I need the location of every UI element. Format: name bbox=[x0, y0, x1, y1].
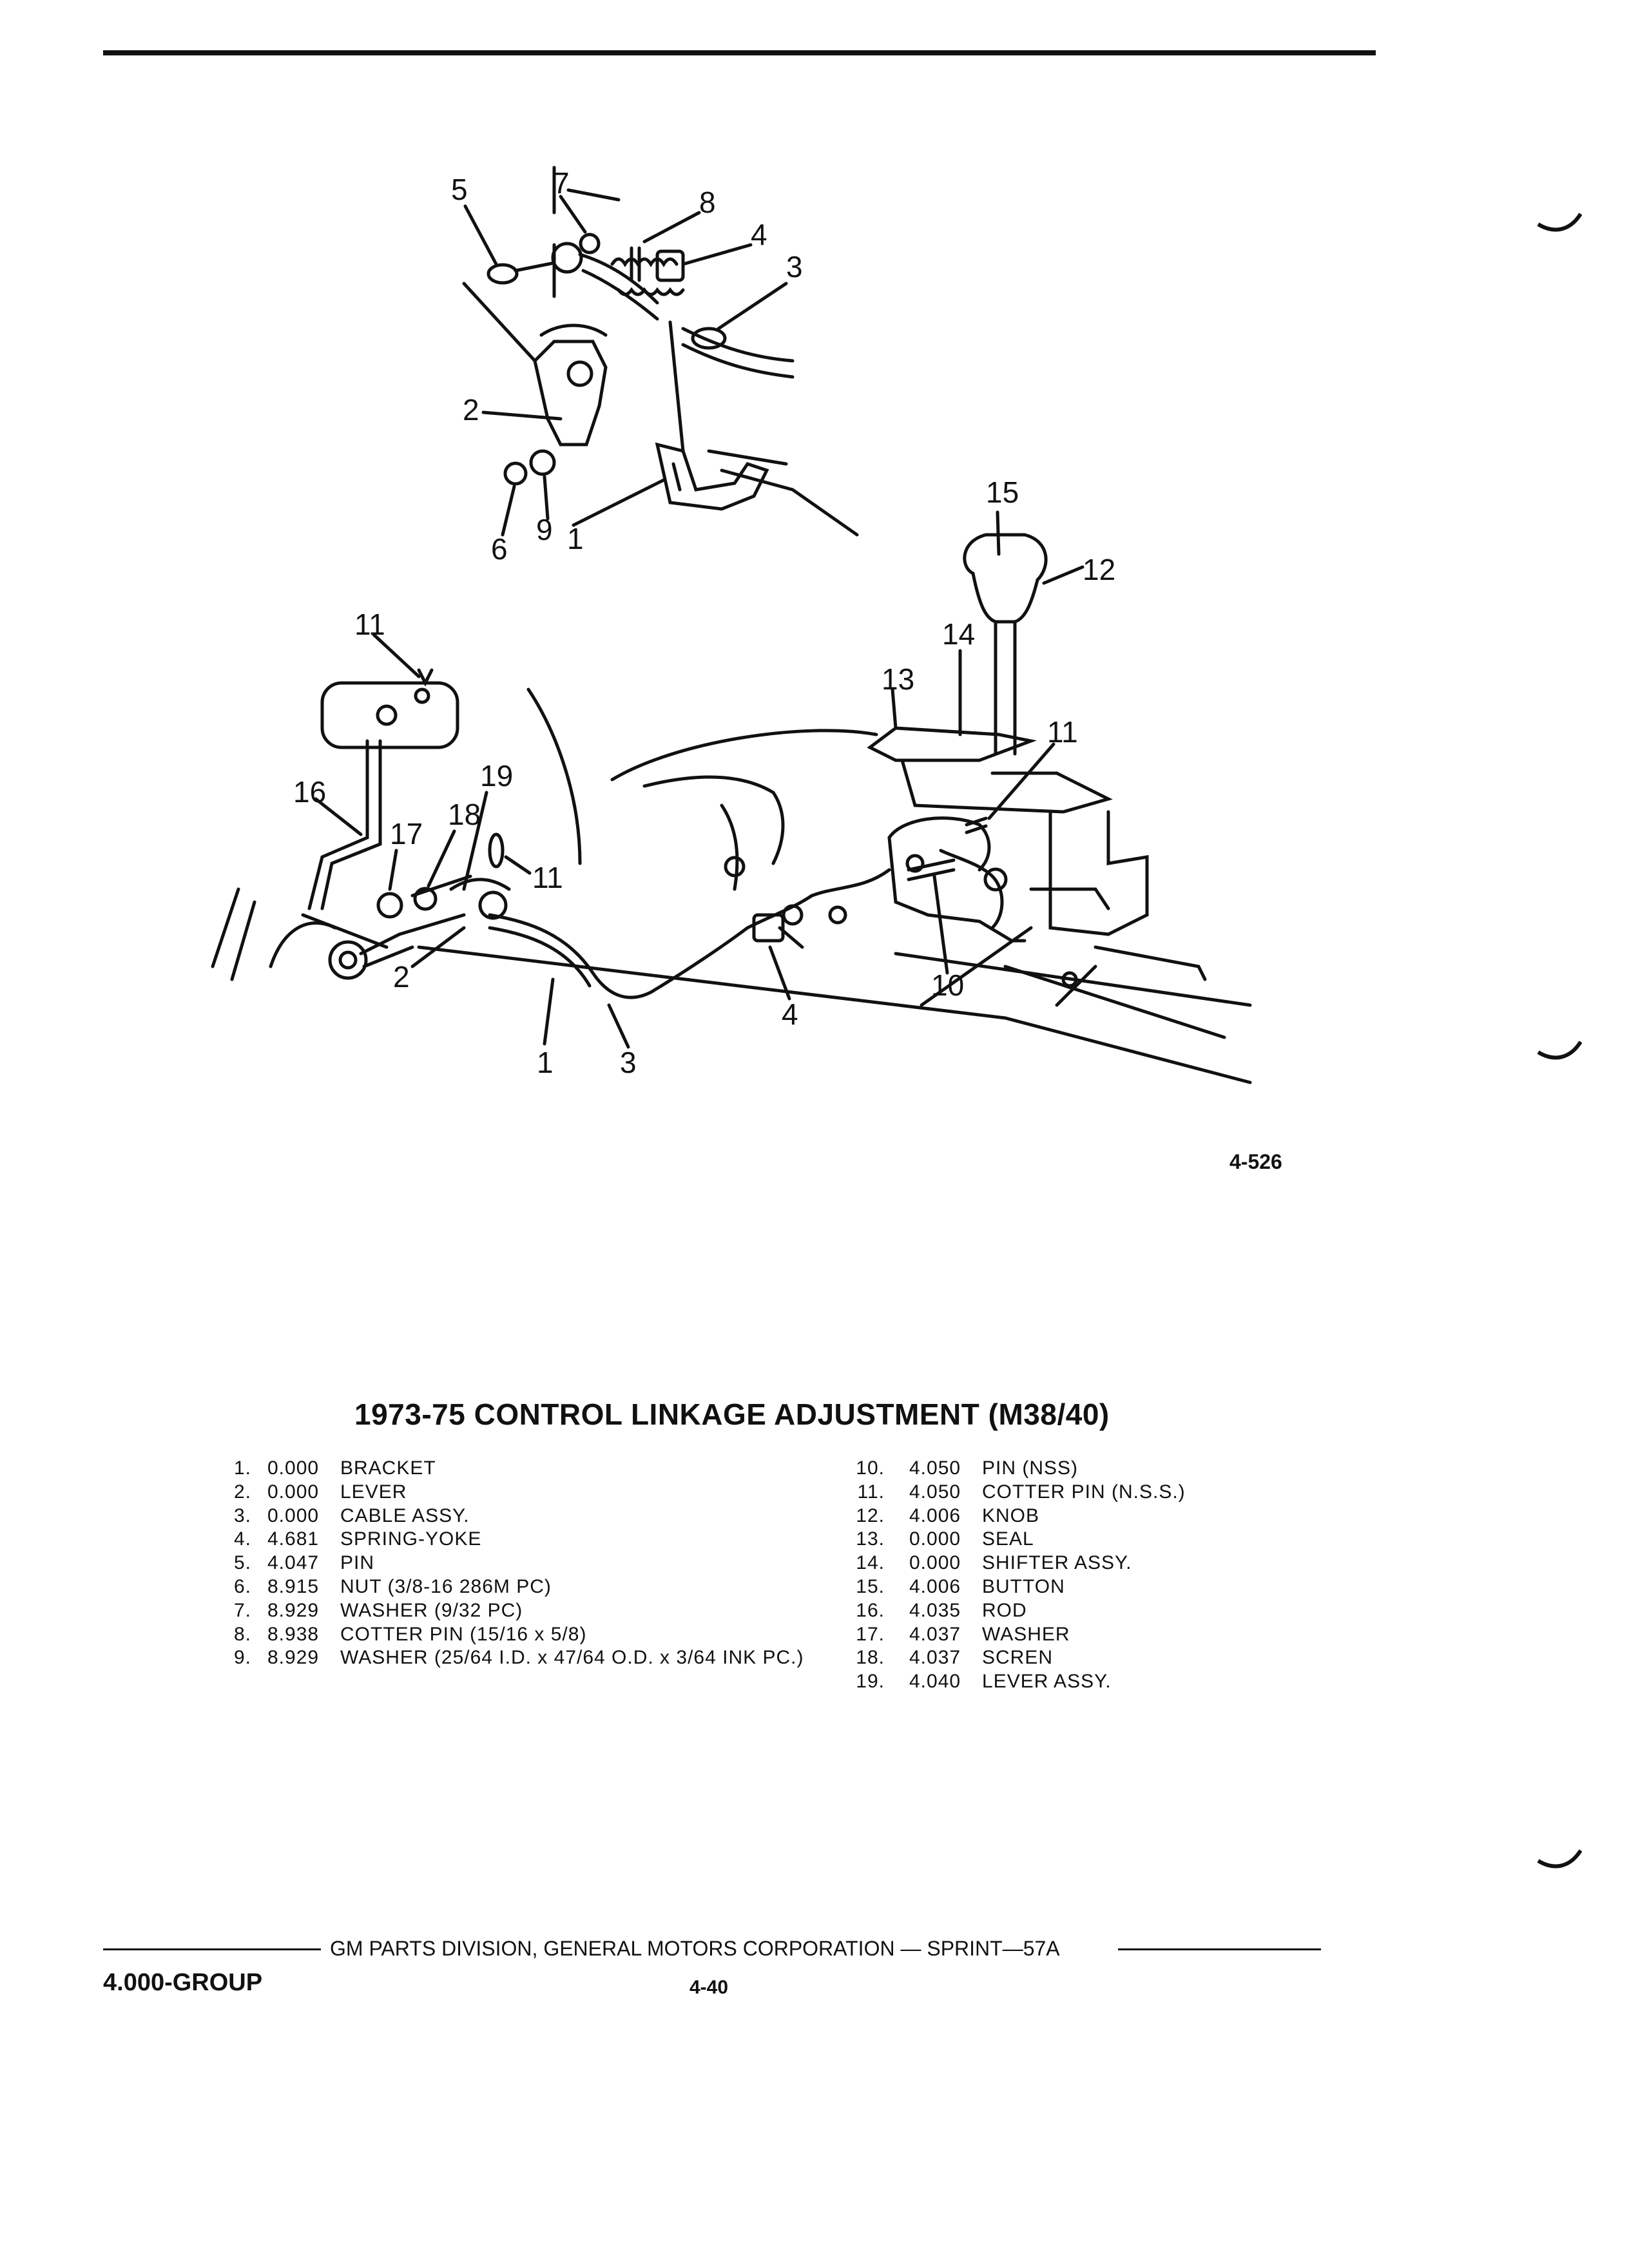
callout-11-right: 11 bbox=[1047, 715, 1078, 749]
callout-17: 17 bbox=[390, 817, 423, 850]
callout-15: 15 bbox=[986, 476, 1019, 509]
figure-number: 4-526 bbox=[1229, 1150, 1282, 1173]
callout-7: 7 bbox=[553, 166, 570, 200]
linkage-illustration: 5 7 8 4 3 2 6 9 1 15 12 14 13 11 10 11 1… bbox=[211, 166, 1252, 1084]
callout-19: 19 bbox=[480, 759, 513, 793]
callout-10: 10 bbox=[931, 968, 964, 1002]
page-number: 4-40 bbox=[689, 1977, 729, 1998]
footer-rule-right bbox=[1118, 1948, 1321, 1950]
callout-16: 16 bbox=[293, 775, 326, 809]
footer-rule-left bbox=[103, 1948, 321, 1950]
callout-3-upper: 3 bbox=[786, 250, 803, 284]
callout-11-left: 11 bbox=[354, 608, 385, 641]
footer-publisher: GM PARTS DIVISION, GENERAL MOTORS CORPOR… bbox=[330, 1937, 1060, 1960]
binder-hole-mark bbox=[1537, 1849, 1583, 1875]
callout-2-upper: 2 bbox=[463, 393, 479, 427]
callout-6: 6 bbox=[491, 532, 508, 566]
callout-8: 8 bbox=[699, 186, 716, 219]
exploded-view-diagram: 5 7 8 4 3 2 6 9 1 15 12 14 13 11 10 11 1… bbox=[193, 148, 1340, 1115]
binder-hole-mark bbox=[1537, 1041, 1583, 1066]
callout-4-lower: 4 bbox=[782, 997, 798, 1031]
callout-3-lower: 3 bbox=[620, 1046, 637, 1079]
callout-4-upper: 4 bbox=[751, 218, 767, 251]
callout-13: 13 bbox=[882, 662, 914, 696]
callout-1-lower: 1 bbox=[537, 1046, 554, 1079]
page-title: 1973-75 CONTROL LINKAGE ADJUSTMENT (M38/… bbox=[354, 1398, 1110, 1431]
binder-hole-mark bbox=[1537, 213, 1583, 238]
callout-2-lower: 2 bbox=[393, 960, 410, 994]
callout-5: 5 bbox=[451, 173, 468, 206]
callout-11-mid: 11 bbox=[532, 861, 563, 894]
callout-1-upper: 1 bbox=[567, 522, 584, 555]
callout-18: 18 bbox=[448, 798, 481, 831]
callout-14: 14 bbox=[942, 617, 975, 651]
callout-12: 12 bbox=[1083, 553, 1115, 586]
callout-9: 9 bbox=[536, 513, 553, 546]
top-rule bbox=[103, 50, 1376, 55]
group-label: 4.000-GROUP bbox=[103, 1969, 263, 1996]
